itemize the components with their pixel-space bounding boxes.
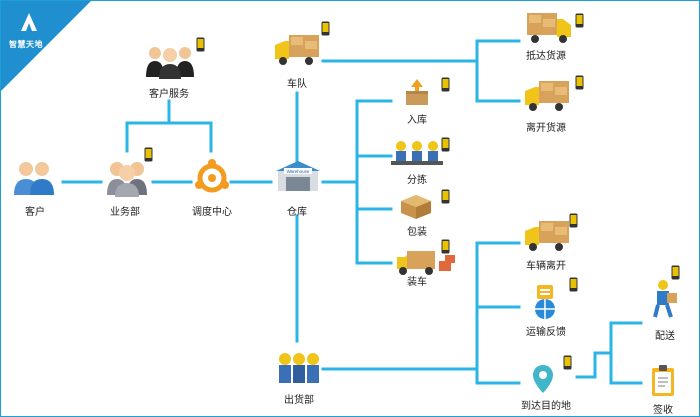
dispatch-center-icon <box>195 159 229 193</box>
customer-service-icon <box>146 47 194 79</box>
phone-icon <box>575 75 584 90</box>
transport-feedback-label: 运输反馈 <box>526 327 566 338</box>
arrive-destination-label: 到达目的地 <box>521 401 571 412</box>
leave-goods-truck-icon <box>525 81 569 111</box>
inbound-box-icon <box>406 79 428 105</box>
customer-label: 客户 <box>25 207 45 218</box>
phone-icon <box>671 265 680 280</box>
transport-feedback-icon <box>535 285 555 319</box>
customer-icon <box>14 162 54 195</box>
loading-truck-icon <box>397 251 455 275</box>
brand-logo-text: 智慧天地 <box>9 40 43 49</box>
leave-goods-label: 离开货源 <box>526 123 566 134</box>
shipping-dept-label: 出货部 <box>284 395 314 406</box>
arrive-goods-label: 抵达货源 <box>526 51 566 62</box>
vehicle-depart-label: 车辆离开 <box>526 261 566 272</box>
phone-icon <box>144 147 153 162</box>
location-pin-icon <box>533 365 553 393</box>
phone-icon <box>441 189 450 204</box>
delivery-person-icon <box>653 280 677 318</box>
vehicle-depart-truck-icon <box>525 221 569 251</box>
phone-icon <box>441 137 450 152</box>
inbound-label: 入库 <box>407 115 427 126</box>
phone-icon <box>321 21 330 36</box>
brand-corner <box>1 1 91 91</box>
delivery-label: 配送 <box>655 331 675 342</box>
business-dept-icon <box>107 162 147 197</box>
sign-receipt-label: 签收 <box>653 405 673 416</box>
loading-label: 装车 <box>407 277 427 288</box>
sorting-label: 分拣 <box>407 175 427 186</box>
customer-service-label: 客户服务 <box>149 89 189 100</box>
fleet-truck-icon <box>275 35 319 65</box>
fleet-label: 车队 <box>287 79 307 90</box>
phone-icon <box>563 355 572 370</box>
arrive-goods-truck-icon <box>527 13 571 43</box>
phone-icon <box>569 213 578 228</box>
sorting-workers-icon <box>391 141 443 165</box>
phone-icon <box>196 37 205 52</box>
warehouse-sign: Warehouse <box>287 169 310 174</box>
packing-label: 包装 <box>407 227 427 238</box>
dispatch-center-label: 调度中心 <box>192 207 232 218</box>
warehouse-icon: Warehouse <box>276 161 320 191</box>
phone-icon <box>575 13 584 28</box>
business-dept-label: 业务部 <box>110 207 140 218</box>
packing-box-icon <box>401 195 431 219</box>
shipping-dept-workers-icon <box>279 353 319 383</box>
brand-logo-icon <box>21 13 37 31</box>
clipboard-sign-icon <box>652 365 674 396</box>
phone-icon <box>569 277 578 292</box>
phone-icon <box>441 77 450 92</box>
phone-icon <box>441 239 450 254</box>
warehouse-label: 仓库 <box>287 207 307 218</box>
